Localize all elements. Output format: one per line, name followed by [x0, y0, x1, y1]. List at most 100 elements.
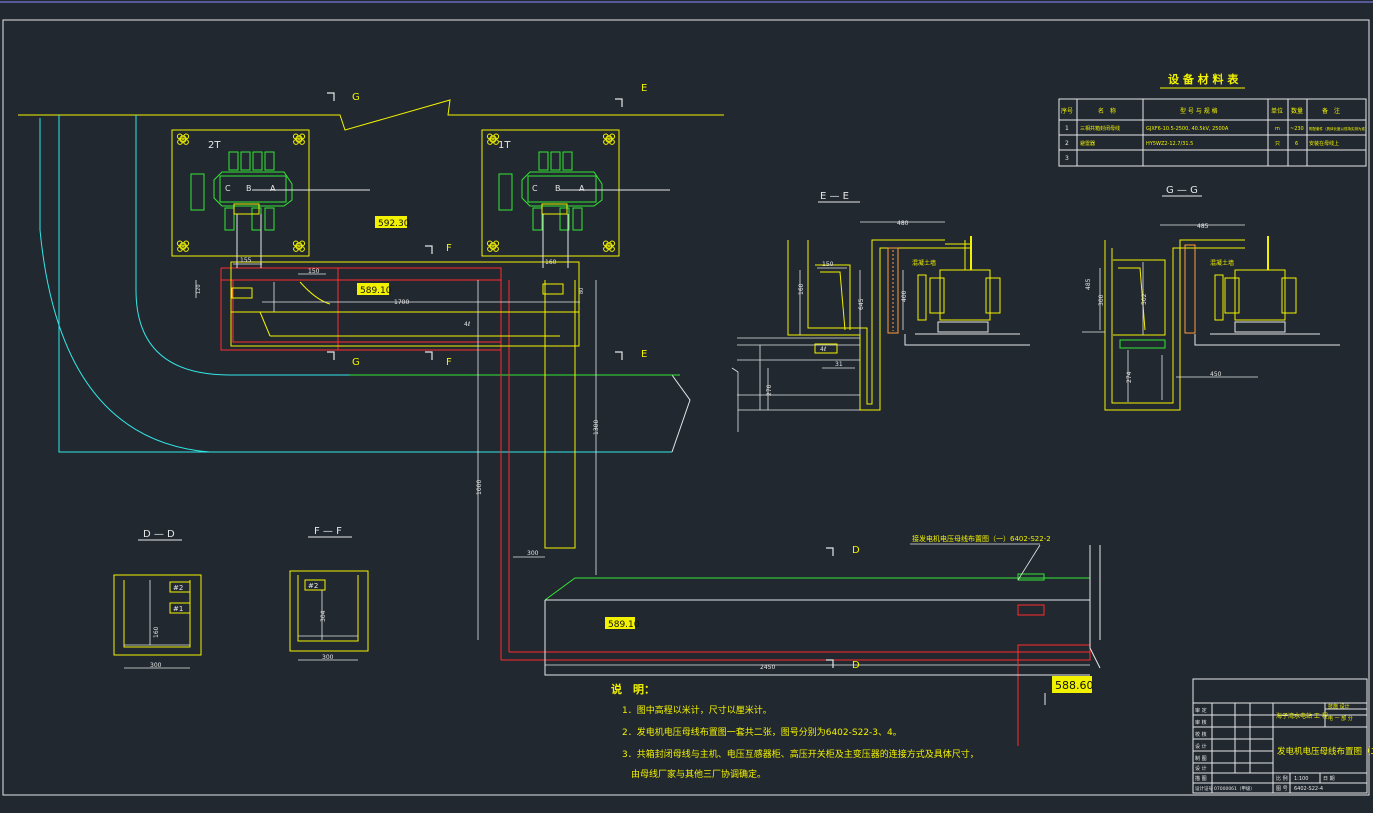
svg-text:450: 450 [1210, 371, 1222, 378]
svg-text:设计证号: 设计证号 [1195, 785, 1213, 792]
svg-text:设 计: 设 计 [1195, 743, 1207, 750]
svg-text:270: 270 [766, 384, 773, 396]
section-arrow-icon [327, 92, 834, 668]
svg-text:A: A [270, 184, 276, 193]
svg-text:2450: 2450 [760, 664, 775, 671]
transformer-1t-label: 1T [498, 140, 511, 151]
svg-text:G: G [352, 92, 360, 103]
svg-text:07000061（甲级）: 07000061（甲级） [1214, 785, 1255, 792]
section-title: E — E [820, 191, 849, 202]
svg-text:F: F [446, 357, 452, 368]
note-item: 由母线厂家与其他三厂协调确定。 [622, 768, 766, 780]
svg-text:1: 1 [1065, 125, 1069, 132]
section-title: G — G [1166, 185, 1198, 196]
svg-text:B: B [246, 184, 252, 193]
svg-text:审 定: 审 定 [1195, 707, 1207, 714]
svg-text:300: 300 [527, 550, 539, 557]
svg-text:1700: 1700 [394, 299, 409, 306]
svg-text:单位: 单位 [1271, 107, 1283, 115]
svg-text:日 期: 日 期 [1323, 776, 1335, 782]
svg-text:304: 304 [320, 610, 327, 622]
svg-text:C: C [225, 184, 231, 193]
svg-text:B: B [555, 184, 561, 193]
svg-text:混凝土墙: 混凝土墙 [912, 259, 936, 267]
section-g-g: G — G 485 450 30 [1082, 185, 1340, 411]
svg-text:480: 480 [897, 220, 909, 227]
svg-text:31: 31 [835, 361, 843, 368]
svg-text:160: 160 [153, 626, 160, 638]
svg-text:#2: #2 [173, 584, 183, 592]
drawing-title: 发电机电压母线布置图（二） [1277, 746, 1373, 757]
svg-text:4ℓ: 4ℓ [820, 346, 826, 353]
svg-text:160: 160 [545, 259, 557, 266]
road-outline [39, 115, 672, 453]
svg-text:校 核: 校 核 [1195, 731, 1207, 738]
svg-text:~230: ~230 [1290, 126, 1304, 132]
transformer-icon [190, 151, 293, 231]
svg-text:155: 155 [240, 257, 252, 264]
svg-text:附配套件（具体长度以现场实测为准）: 附配套件（具体长度以现场实测为准） [1309, 126, 1369, 131]
svg-text:电 一 部 分: 电 一 部 分 [1328, 715, 1353, 722]
section-f-f: F — F #2 300 304 [289, 526, 369, 661]
section-title: F — F [314, 526, 342, 537]
svg-text:备 注: 备 注 [1322, 107, 1340, 115]
svg-text:300: 300 [150, 662, 162, 669]
svg-text:三相共箱封闭母线: 三相共箱封闭母线 [1080, 125, 1120, 132]
busbar-trench-plan [220, 267, 510, 660]
svg-text:HY5WZ2-12.7/31.5: HY5WZ2-12.7/31.5 [1146, 141, 1193, 147]
svg-text:数量: 数量 [1291, 107, 1303, 115]
svg-text:名 称: 名 称 [1098, 107, 1116, 115]
notes: 说 明： 1．图中高程以米计，尺寸以厘米计。 2．发电机电压母线布置图一套共二张… [611, 682, 979, 780]
building-wall [18, 99, 724, 131]
note-item: 1．图中高程以米计，尺寸以厘米计。 [622, 704, 772, 716]
svg-text:4ℓ: 4ℓ [464, 321, 470, 328]
svg-text:6402-S22-4: 6402-S22-4 [1294, 786, 1323, 792]
svg-text:485: 485 [1085, 278, 1092, 290]
table-row: 3 [1065, 155, 1069, 162]
svg-text:#2: #2 [308, 582, 318, 590]
section-e-e: E — E [731, 191, 1030, 432]
svg-text:645: 645 [858, 298, 865, 310]
svg-text:混凝土墙: 混凝土墙 [1210, 259, 1234, 267]
svg-text:F: F [446, 243, 452, 254]
section-title: D — D [143, 529, 175, 540]
svg-text:6: 6 [1295, 141, 1298, 147]
table-row: 2 避雷器 HY5WZ2-12.7/31.5 只 6 安装在母线上 [1065, 140, 1339, 147]
svg-text:160: 160 [798, 283, 805, 295]
svg-text:G: G [352, 357, 360, 368]
plan-view: 2T C B A 1T [18, 83, 1101, 746]
svg-text:150: 150 [308, 268, 320, 275]
svg-text:D: D [852, 545, 860, 556]
svg-text:E: E [641, 83, 647, 94]
svg-text:150: 150 [822, 261, 834, 268]
svg-text:3: 3 [1065, 155, 1069, 162]
transformer-icon [498, 151, 603, 231]
svg-text:海子湾水电站 工 程: 海子湾水电站 工 程 [1276, 712, 1328, 720]
svg-text:1000: 1000 [476, 480, 483, 495]
svg-text:图 号: 图 号 [1276, 786, 1288, 792]
svg-text:#1: #1 [173, 605, 183, 613]
connect-note: 接发电机电压母线布置图（一）6402-S22-2 [912, 534, 1051, 543]
svg-text:1:100: 1:100 [1294, 776, 1308, 782]
note-item: 2．发电机电压母线布置图一套共二张，图号分别为6402-S22-3、4。 [622, 726, 902, 738]
svg-text:E: E [641, 349, 647, 360]
table-row: 1 三相共箱封闭母线 GJXF6-10.5-2500, 40.5kV, 2500… [1065, 125, 1369, 132]
svg-text:400: 400 [901, 290, 908, 302]
title-block: 海子湾水电站 工 程 技施 设计 电 一 部 分 发电机电压母线布置图（二） 审… [1192, 678, 1373, 794]
elevation-label: 588.60 [1055, 679, 1094, 692]
elevation-label: 592.30 [378, 219, 410, 229]
notes-title: 说 明： [611, 682, 655, 696]
svg-text:型 号 与 规 格: 型 号 与 规 格 [1180, 107, 1218, 115]
busbar-trench-inner [230, 261, 580, 347]
svg-text:描 图: 描 图 [1195, 775, 1207, 782]
svg-text:只: 只 [1275, 141, 1280, 147]
drawing-frame [0, 1, 1373, 796]
svg-text:485: 485 [1197, 223, 1209, 230]
transformer-1t-pad: 1T C B A [481, 129, 670, 257]
svg-text:避雷器: 避雷器 [1080, 140, 1095, 147]
svg-text:2: 2 [1065, 140, 1069, 147]
svg-text:80: 80 [579, 288, 585, 294]
section-d-d: D — D #2 #1 300 160 [113, 529, 202, 669]
svg-text:C: C [532, 184, 538, 193]
